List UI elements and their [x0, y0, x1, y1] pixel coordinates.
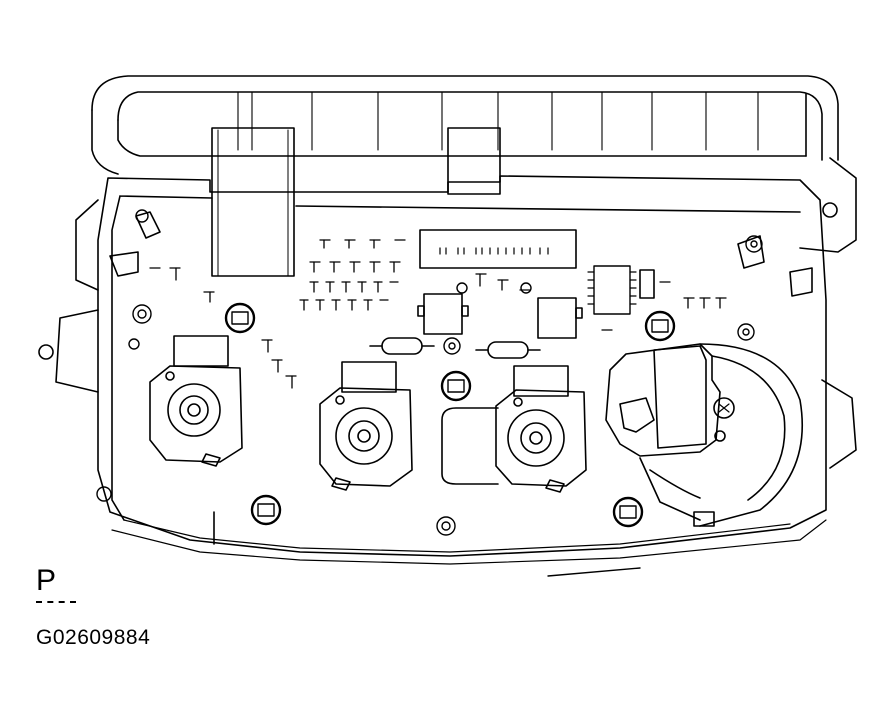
- rotary-switch-right: [441, 365, 587, 493]
- small-relay: [639, 269, 655, 299]
- mounting-holes: [96, 209, 763, 536]
- rotary-switch-left: [149, 335, 243, 467]
- solder-marks: [149, 239, 727, 389]
- resistor-left: [369, 337, 435, 355]
- view-letter: P: [36, 564, 57, 597]
- connector-strip: [419, 229, 577, 269]
- view-letter-underline: [36, 601, 76, 603]
- right-bracket: [799, 157, 857, 469]
- actuator-motor: [605, 343, 804, 527]
- screws: [224, 302, 676, 528]
- display-frame: [91, 75, 839, 175]
- rotary-switch-center: [319, 361, 413, 491]
- ribbon-connector-right: [447, 127, 501, 195]
- ic-chip: [587, 265, 637, 315]
- capacitor-left: [417, 293, 469, 335]
- resistor-right: [475, 341, 541, 359]
- ribbon-connector-left: [211, 127, 295, 277]
- capacitor-right: [537, 297, 583, 339]
- panel-body: [97, 175, 827, 577]
- left-bracket: [38, 199, 99, 393]
- figure-code: G02609884: [36, 626, 151, 649]
- clips: [109, 211, 813, 545]
